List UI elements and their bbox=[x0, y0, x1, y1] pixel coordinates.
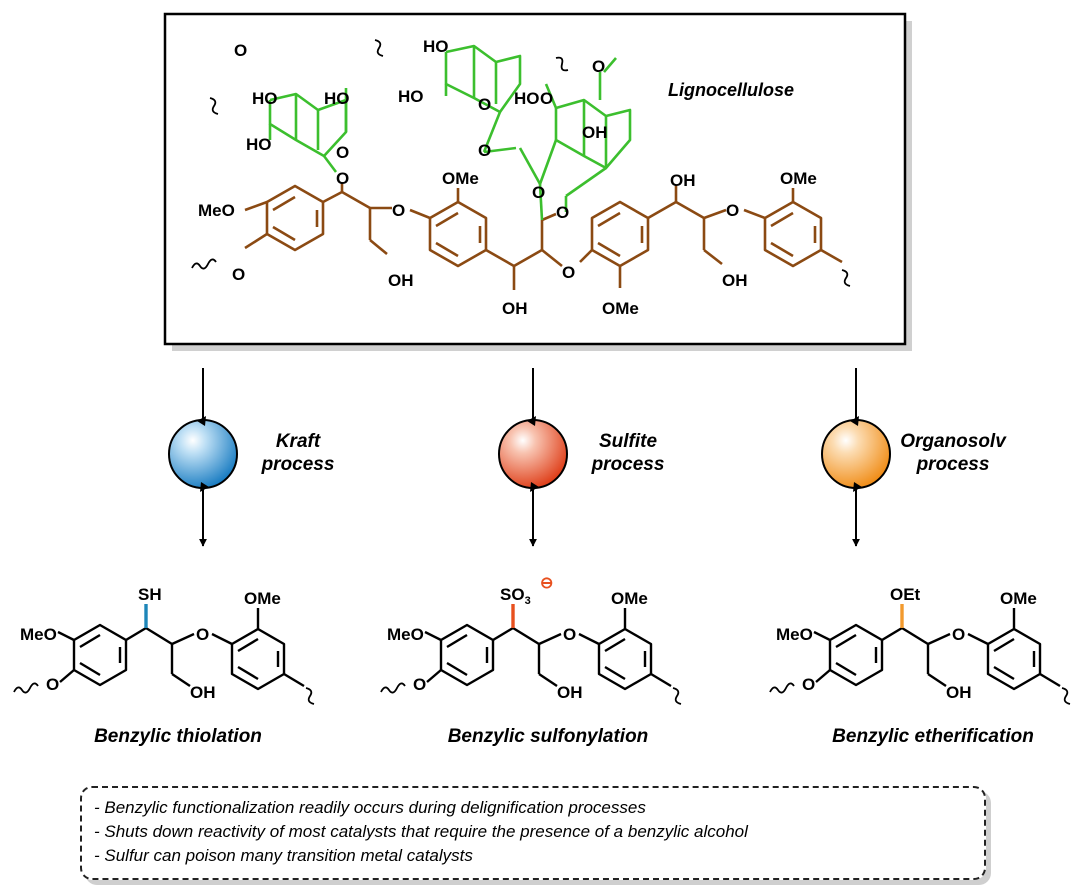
product-label: Benzylic sulfonylation bbox=[448, 726, 649, 747]
atom-o: O bbox=[413, 675, 426, 694]
wavy-bond bbox=[1061, 687, 1071, 705]
atom-ome: OMe bbox=[442, 169, 479, 188]
product-label: Benzylic etherification bbox=[832, 726, 1034, 747]
atom-o: O bbox=[232, 265, 245, 284]
product-thiolation: SH MeO OMe OH O O Benzylic thiolation bbox=[13, 585, 315, 747]
wavy-bond bbox=[13, 682, 39, 694]
atom-ho: HO bbox=[398, 87, 424, 106]
atom-o: O bbox=[540, 89, 553, 108]
product-skeleton bbox=[57, 608, 305, 691]
atom-o: O bbox=[592, 57, 605, 76]
cycle-arrow-icon bbox=[200, 482, 209, 492]
atom-ho: HO bbox=[252, 89, 278, 108]
process-cycle-organosolv bbox=[821, 419, 891, 489]
atom-o: O bbox=[336, 143, 349, 162]
wavy-bond bbox=[305, 687, 315, 705]
atom-o: O bbox=[532, 183, 545, 202]
atom-o: O bbox=[726, 201, 739, 220]
atom-ome: OMe bbox=[780, 169, 817, 188]
atom-meo: MeO bbox=[387, 625, 424, 644]
notes-box bbox=[80, 786, 986, 880]
product-skeleton bbox=[813, 608, 1061, 691]
atom-ome: OMe bbox=[611, 589, 648, 608]
substituent-group: SO3 bbox=[500, 585, 531, 607]
atom-o: O bbox=[234, 41, 247, 60]
atom-o: O bbox=[563, 625, 576, 644]
atom-o: O bbox=[562, 263, 575, 282]
atom-ome: OMe bbox=[244, 589, 281, 608]
product-etherification: OEt MeO OMe OH O O Benzylic etherificati… bbox=[769, 585, 1071, 747]
panel-frame bbox=[163, 12, 907, 346]
note-line: - Shuts down reactivity of most catalyst… bbox=[94, 822, 748, 841]
substituent-group: SH bbox=[138, 585, 162, 604]
process-column-organosolv: Organosolv process bbox=[821, 368, 1007, 547]
structure-title: Lignocellulose bbox=[668, 80, 794, 100]
atom-ho: HO bbox=[423, 37, 449, 56]
wavy-bond bbox=[769, 682, 795, 694]
atom-o: O bbox=[478, 95, 491, 114]
wavy-bond bbox=[380, 682, 406, 694]
lignocellulose-panel: Lignocellulose bbox=[163, 12, 912, 351]
process-name: Kraft bbox=[276, 431, 321, 452]
lignin-backbone bbox=[244, 182, 843, 290]
sugar-units bbox=[268, 44, 632, 221]
atom-ho: HO bbox=[246, 135, 272, 154]
charge-symbol: ⊖ bbox=[540, 575, 553, 592]
note-line: - Sulfur can poison many transition meta… bbox=[94, 846, 473, 865]
process-suffix: process bbox=[916, 454, 990, 475]
atom-oh: OH bbox=[190, 683, 216, 702]
atom-o: O bbox=[952, 625, 965, 644]
atom-meo: MeO bbox=[776, 625, 813, 644]
atom-oh: OH bbox=[502, 299, 528, 318]
wavy-bonds bbox=[191, 39, 851, 287]
process-column-sulfite: Sulfite process bbox=[498, 368, 665, 547]
atom-oh: OH bbox=[557, 683, 583, 702]
atom-oh: OH bbox=[582, 123, 608, 142]
product-label: Benzylic thiolation bbox=[94, 726, 262, 747]
process-cycle-kraft bbox=[168, 419, 238, 489]
atom-ome: OMe bbox=[1000, 589, 1037, 608]
atom-ho: HO bbox=[324, 89, 350, 108]
substituent-group: OEt bbox=[890, 585, 921, 604]
atom-meo: MeO bbox=[20, 625, 57, 644]
product-skeleton bbox=[424, 608, 672, 691]
atom-oh: OH bbox=[946, 683, 972, 702]
atom-o: O bbox=[46, 675, 59, 694]
process-name: Sulfite bbox=[599, 431, 657, 452]
cycle-arrow-icon bbox=[853, 482, 862, 492]
atom-o: O bbox=[478, 141, 491, 160]
atom-oh: OH bbox=[722, 271, 748, 290]
atom-o: O bbox=[196, 625, 209, 644]
atom-oh: OH bbox=[670, 171, 696, 190]
atom-o: O bbox=[802, 675, 815, 694]
atom-labels: HO HO HO HO HO HO OH OH OH OH OH OMe OMe… bbox=[198, 37, 817, 318]
atom-o: O bbox=[556, 203, 569, 222]
cycle-arrow-icon bbox=[527, 416, 536, 426]
atom-oh: OH bbox=[388, 271, 414, 290]
process-suffix: process bbox=[591, 454, 665, 475]
wavy-bond bbox=[672, 687, 682, 705]
cycle-arrow-icon bbox=[530, 482, 539, 492]
product-sulfonylation: SO3 ⊖ MeO OMe OH O O Benzylic sulfonylat… bbox=[380, 575, 682, 747]
note-line: - Benzylic functionalization readily occ… bbox=[94, 798, 646, 817]
process-name: Organosolv bbox=[900, 431, 1007, 452]
atom-o: O bbox=[392, 201, 405, 220]
process-column-kraft: Kraft process bbox=[168, 368, 335, 547]
atom-o: O bbox=[336, 169, 349, 188]
atom-ome: OMe bbox=[602, 299, 639, 318]
process-suffix: process bbox=[261, 454, 335, 475]
atom-meo: MeO bbox=[198, 201, 235, 220]
cycle-arrow-icon bbox=[197, 416, 206, 426]
cycle-arrow-icon bbox=[850, 416, 859, 426]
atom-ho: HO bbox=[514, 89, 540, 108]
process-cycle-sulfite bbox=[498, 419, 568, 489]
